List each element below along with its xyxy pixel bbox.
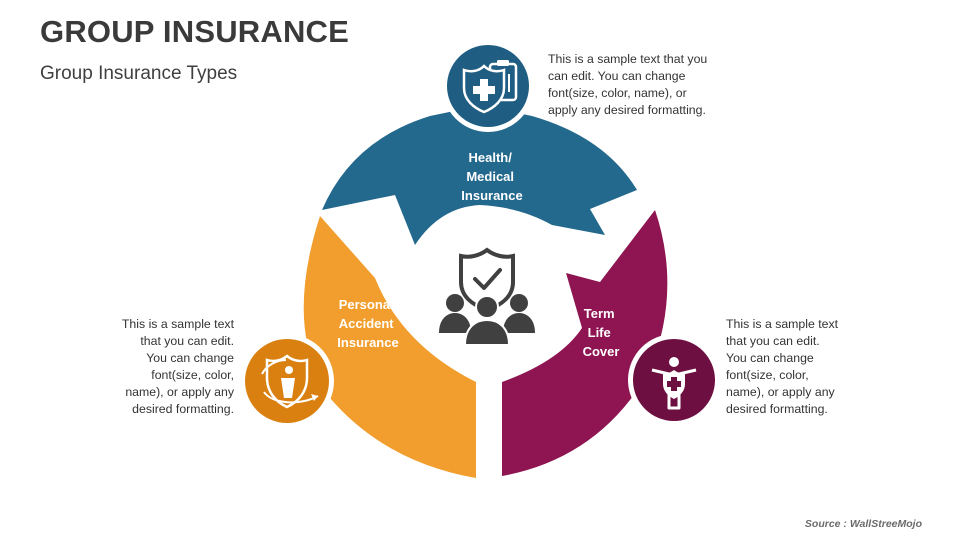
- health-icon-badge: [442, 40, 534, 132]
- accident-label: Personal Accident Insurance: [337, 297, 398, 350]
- term-label: Term Life Cover: [583, 306, 620, 359]
- medical-shield-clipboard-icon: [462, 60, 518, 114]
- person-with-shield-icon: [651, 357, 697, 410]
- source-credit: Source : WallStreeMojo: [804, 518, 922, 530]
- accident-protection-shield-icon: [261, 354, 319, 409]
- term-segment: [502, 210, 668, 476]
- health-label: Health/ Medical Insurance: [461, 150, 522, 203]
- accident-description: This is a sample text that you can edit.…: [121, 317, 234, 416]
- accident-segment: [303, 216, 476, 478]
- page-title: GROUP INSURANCE: [40, 14, 350, 49]
- health-segment: [322, 110, 637, 245]
- term-icon-badge: [628, 334, 720, 426]
- page-subtitle: Group Insurance Types: [40, 63, 238, 84]
- group-protection-shield-icon: [439, 247, 535, 346]
- accident-icon-badge: [240, 334, 334, 428]
- term-description: This is a sample text that you can edit.…: [726, 317, 839, 416]
- health-description: This is a sample text that you can edit.…: [548, 52, 708, 117]
